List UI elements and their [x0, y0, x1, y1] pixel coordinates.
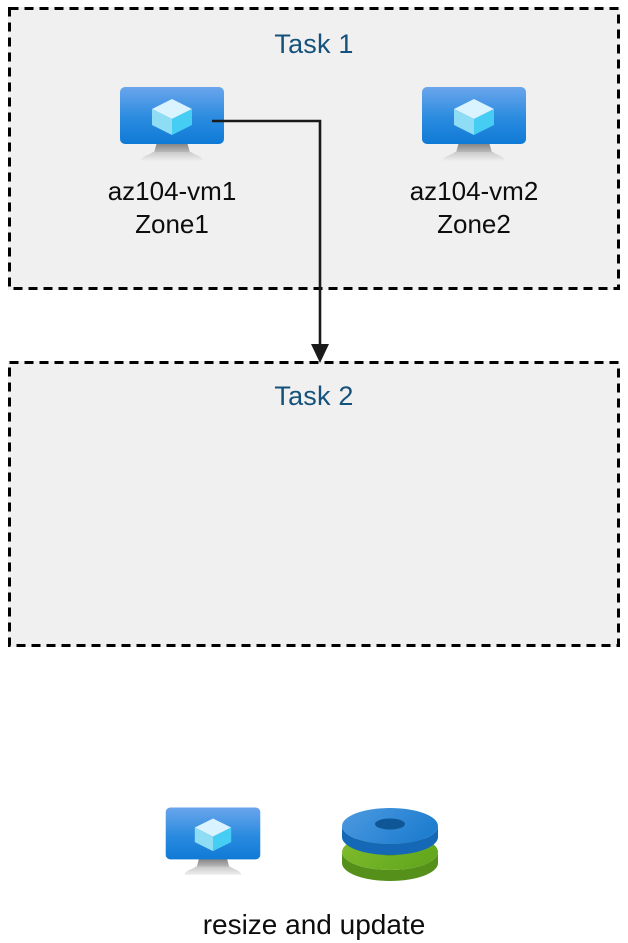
- diagram-canvas: Task 1: [8, 7, 620, 940]
- node-vm1-label-line1: az104-vm1: [107, 176, 237, 206]
- node-vm2-label-line1: az104-vm2: [409, 176, 539, 206]
- node-vm2: az104-vm2 Zone2: [346, 85, 602, 241]
- virtual-machine-icon: [422, 87, 526, 161]
- task-2-caption: resize and update: [202, 909, 426, 940]
- virtual-machine-icon: [120, 87, 224, 161]
- task-2-group: Task 2: [8, 361, 620, 940]
- managed-disks-icon: [342, 808, 438, 881]
- node-vm3: [163, 805, 263, 881]
- node-vm1: az104-vm1 Zone1: [44, 85, 300, 241]
- node-managed-disks: [338, 805, 442, 883]
- task-2-title: Task 2: [274, 381, 354, 411]
- virtual-machine-icon: [165, 807, 261, 875]
- node-vm2-label-line2: Zone2: [437, 209, 511, 239]
- task-1-group: Task 1: [8, 7, 620, 290]
- task-1-title: Task 1: [274, 29, 354, 59]
- node-vm1-label-line2: Zone1: [135, 209, 209, 239]
